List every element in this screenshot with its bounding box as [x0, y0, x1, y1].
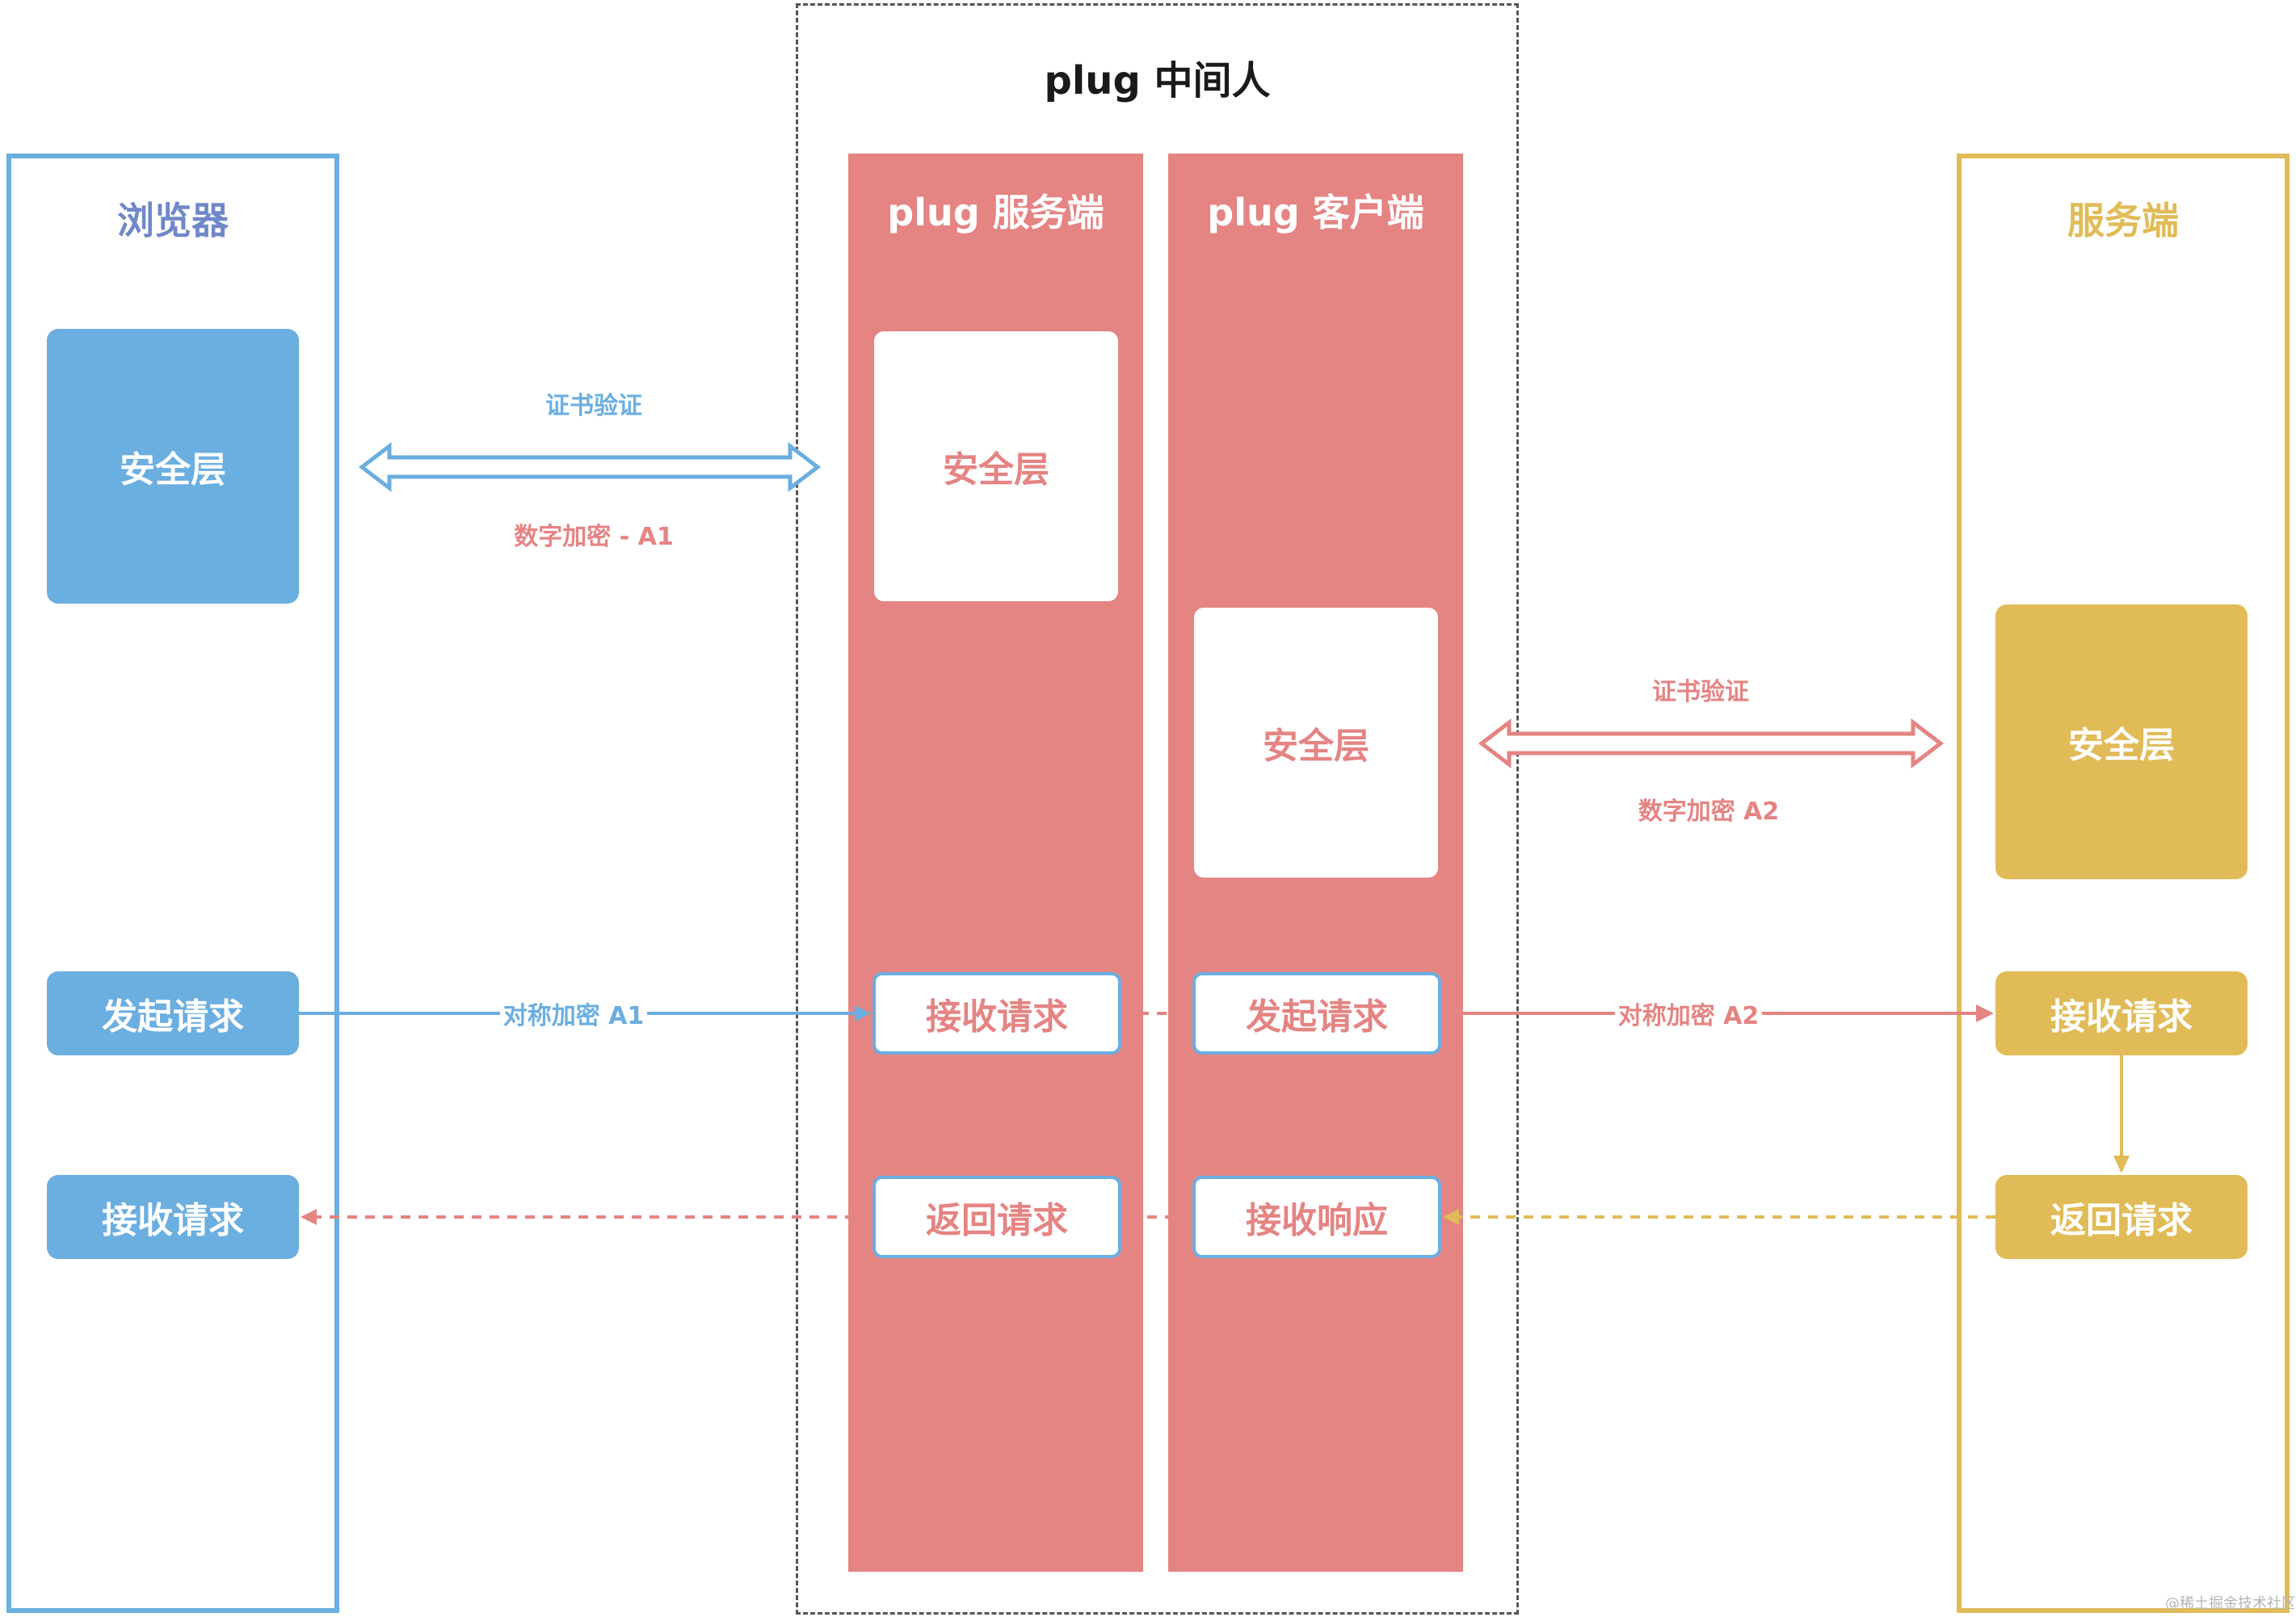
tls-a1-bottom-label: 数字加密 - A1 [511, 516, 677, 552]
tls-a2-bottom-label: 数字加密 A2 [1634, 791, 1783, 827]
plug-response-arrowhead [301, 1209, 317, 1225]
server-return-request: 返回请求 [1995, 1175, 2248, 1259]
middleman-container [796, 3, 1519, 1615]
plug-server-security-layer: 安全层 [874, 331, 1118, 601]
server-process-arrowhead [2113, 1156, 2130, 1173]
tls-a1-bottom-label-wrap: 数字加密 - A1 [452, 514, 735, 554]
browser-receive-request: 接收请求 [47, 1175, 299, 1259]
sym-a2-label: 对称加密 A2 [1614, 996, 1763, 1031]
plug-server-title: plug 服务端 [887, 191, 1104, 234]
tls-a2-double-arrow [1478, 718, 1945, 769]
tls-a2-top-label-wrap: 证书验证 [1575, 669, 1826, 710]
tls-a1-top-label-wrap: 证书验证 [469, 383, 719, 423]
browser-title: 浏览器 [117, 199, 229, 242]
browser-column [6, 154, 339, 1613]
plug-client-title: plug 客户端 [1207, 191, 1424, 234]
plug-client-send-request: 发起请求 [1192, 972, 1441, 1055]
server-receive-request: 接收请求 [1995, 971, 2248, 1055]
tls-a2-bottom-label-wrap: 数字加密 A2 [1567, 789, 1850, 829]
sym-a1-label: 对称加密 A1 [499, 996, 648, 1031]
sym-a2-arrowhead [1976, 1004, 1994, 1022]
middleman-title: plug 中间人 [1044, 58, 1271, 103]
sym-a1-label-wrap: 对称加密 A1 [452, 993, 695, 1034]
plug-client-security-layer: 安全层 [1194, 608, 1438, 878]
plug-server-return-request: 返回请求 [873, 1176, 1121, 1258]
browser-send-request: 发起请求 [47, 971, 299, 1055]
server-column [1957, 154, 2290, 1613]
server-title: 服务端 [2067, 199, 2179, 242]
server-security-layer: 安全层 [1995, 604, 2248, 879]
plug-server-receive-request: 接收请求 [873, 972, 1121, 1055]
tls-a1-double-arrow [358, 441, 822, 493]
plug-client-receive-response: 接收响应 [1192, 1176, 1441, 1258]
tls-a2-top-label: 证书验证 [1649, 672, 1752, 707]
tls-a1-top-label: 证书验证 [542, 385, 645, 421]
server-response-arrowhead [1443, 1209, 1459, 1225]
sym-a2-label-wrap: 对称加密 A2 [1567, 993, 1810, 1034]
sym-a1-arrowhead [855, 1005, 871, 1021]
browser-security-layer: 安全层 [47, 329, 299, 604]
watermark: @稀土掘金技术社区 [2165, 1595, 2294, 1612]
